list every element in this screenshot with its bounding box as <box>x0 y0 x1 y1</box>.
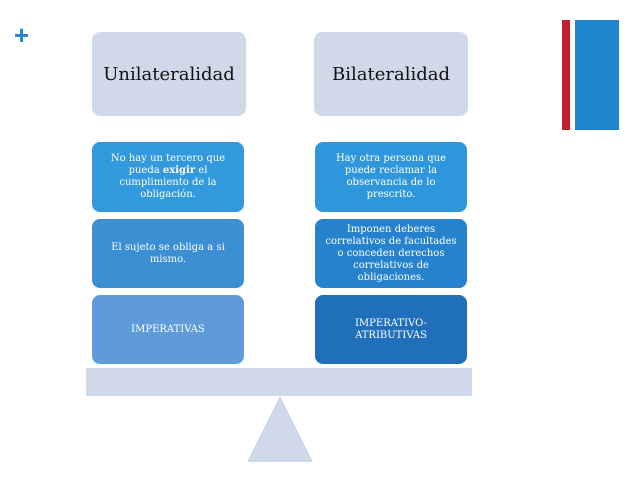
unilateralidad-heading: Unilateralidad <box>92 32 246 116</box>
left-card-1-text: No hay un tercero que pueda exigir el cu… <box>100 153 236 201</box>
left-card-3-text: IMPERATIVAS <box>131 323 205 335</box>
unilateralidad-title: Unilateralidad <box>103 63 235 85</box>
accent-bar-red <box>562 20 570 130</box>
right-card-1-text: Hay otra persona que puede reclamar la o… <box>335 153 447 200</box>
right-card-1: Hay otra persona que puede reclamar la o… <box>315 142 467 212</box>
right-card-3-text: IMPERATIVO-ATRIBUTIVAS <box>354 317 428 341</box>
left-card-1-bold: exigir <box>162 165 196 176</box>
right-card-3: IMPERATIVO-ATRIBUTIVAS <box>315 295 467 364</box>
left-card-3: IMPERATIVAS <box>92 295 244 364</box>
left-card-2: El sujeto se obliga a si mismo. <box>92 219 244 288</box>
left-card-1-pre: No hay un tercero que pueda <box>110 153 226 176</box>
left-card-1: No hay un tercero que pueda exigir el cu… <box>92 142 244 212</box>
fulcrum-triangle <box>247 396 313 462</box>
balance-beam <box>86 368 472 396</box>
left-card-1-post: el cumplimiento de la obligación. <box>119 165 217 200</box>
left-card-2-text: El sujeto se obliga a si mismo. <box>111 241 225 265</box>
right-card-2-text: Imponen deberes correlativos de facultad… <box>325 223 457 283</box>
plus-icon: + <box>14 20 30 50</box>
bilateralidad-title: Bilateralidad <box>332 63 450 85</box>
right-card-2: Imponen deberes correlativos de facultad… <box>315 219 467 288</box>
accent-bar-blue <box>575 20 619 130</box>
bilateralidad-heading: Bilateralidad <box>314 32 468 116</box>
